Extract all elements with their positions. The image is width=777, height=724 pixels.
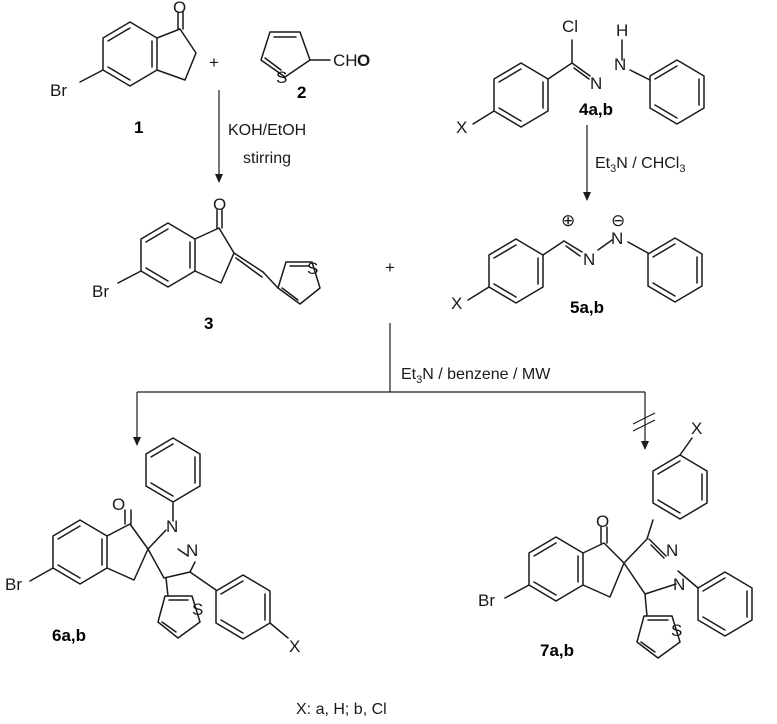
compound-5-structure xyxy=(467,237,703,304)
compound-4-structure xyxy=(472,39,705,128)
plus-sign: + xyxy=(385,258,395,277)
plus-sign: + xyxy=(209,53,219,72)
compound-1-structure xyxy=(79,11,197,87)
atom-hydrogen: H xyxy=(616,21,628,40)
compound-label-3: 3 xyxy=(204,314,213,333)
compound-3-structure xyxy=(117,209,321,305)
condition-action: stirring xyxy=(243,150,291,167)
charge-negative: ⊖ xyxy=(611,211,625,230)
compound-label-4: 4a,b xyxy=(579,100,613,119)
atom-bromine: Br xyxy=(5,575,22,594)
atom-nitrogen: N xyxy=(583,250,595,269)
condition-et3n-benzene-mw: Et3N / benzene / MW xyxy=(401,366,551,386)
charge-positive: ⊕ xyxy=(561,211,575,230)
atom-nitrogen: N xyxy=(590,74,602,93)
condition-et3n-chcl3: Et3N / CHCl3 xyxy=(595,155,685,175)
aldehyde-ch: CH xyxy=(333,51,358,70)
atom-oxygen: O xyxy=(213,195,226,214)
substituent-x: X xyxy=(456,118,467,137)
atom-nitrogen: N xyxy=(166,517,178,536)
atom-bromine: Br xyxy=(478,591,495,610)
atom-nitrogen: N xyxy=(673,575,685,594)
atom-oxygen: O xyxy=(596,512,609,531)
atom-oxygen: O xyxy=(173,0,186,17)
substituent-x: X xyxy=(289,637,300,656)
atom-bromine: Br xyxy=(92,282,109,301)
atom-chlorine: Cl xyxy=(562,17,578,36)
compound-2-structure xyxy=(260,31,331,78)
compound-7-structure xyxy=(504,437,753,659)
atom-nitrogen: N xyxy=(666,541,678,560)
compound-label-1: 1 xyxy=(134,118,143,137)
substituent-x: X xyxy=(691,419,702,438)
atom-nitrogen: N xyxy=(186,541,198,560)
substituent-footnote: X: a, H; b, Cl xyxy=(296,701,387,718)
condition-reagent: KOH/EtOH xyxy=(228,122,306,139)
compound-label-5: 5a,b xyxy=(570,298,604,317)
compound-label-6: 6a,b xyxy=(52,626,86,645)
atom-oxygen: O xyxy=(357,51,370,70)
compound-label-7: 7a,b xyxy=(540,641,574,660)
compound-label-2: 2 xyxy=(297,83,306,102)
atom-oxygen: O xyxy=(112,495,125,514)
substituent-x: X xyxy=(451,294,462,313)
atom-sulfur: S xyxy=(671,621,682,640)
atom-sulfur: S xyxy=(307,259,318,278)
atom-nitrogen: N xyxy=(614,55,626,74)
atom-sulfur: S xyxy=(276,68,287,87)
compound-6-structure xyxy=(29,437,289,640)
atom-sulfur: S xyxy=(192,600,203,619)
blocked-pathway-mark xyxy=(632,412,656,432)
atom-bromine: Br xyxy=(50,81,67,100)
atom-nitrogen: N xyxy=(611,229,623,248)
